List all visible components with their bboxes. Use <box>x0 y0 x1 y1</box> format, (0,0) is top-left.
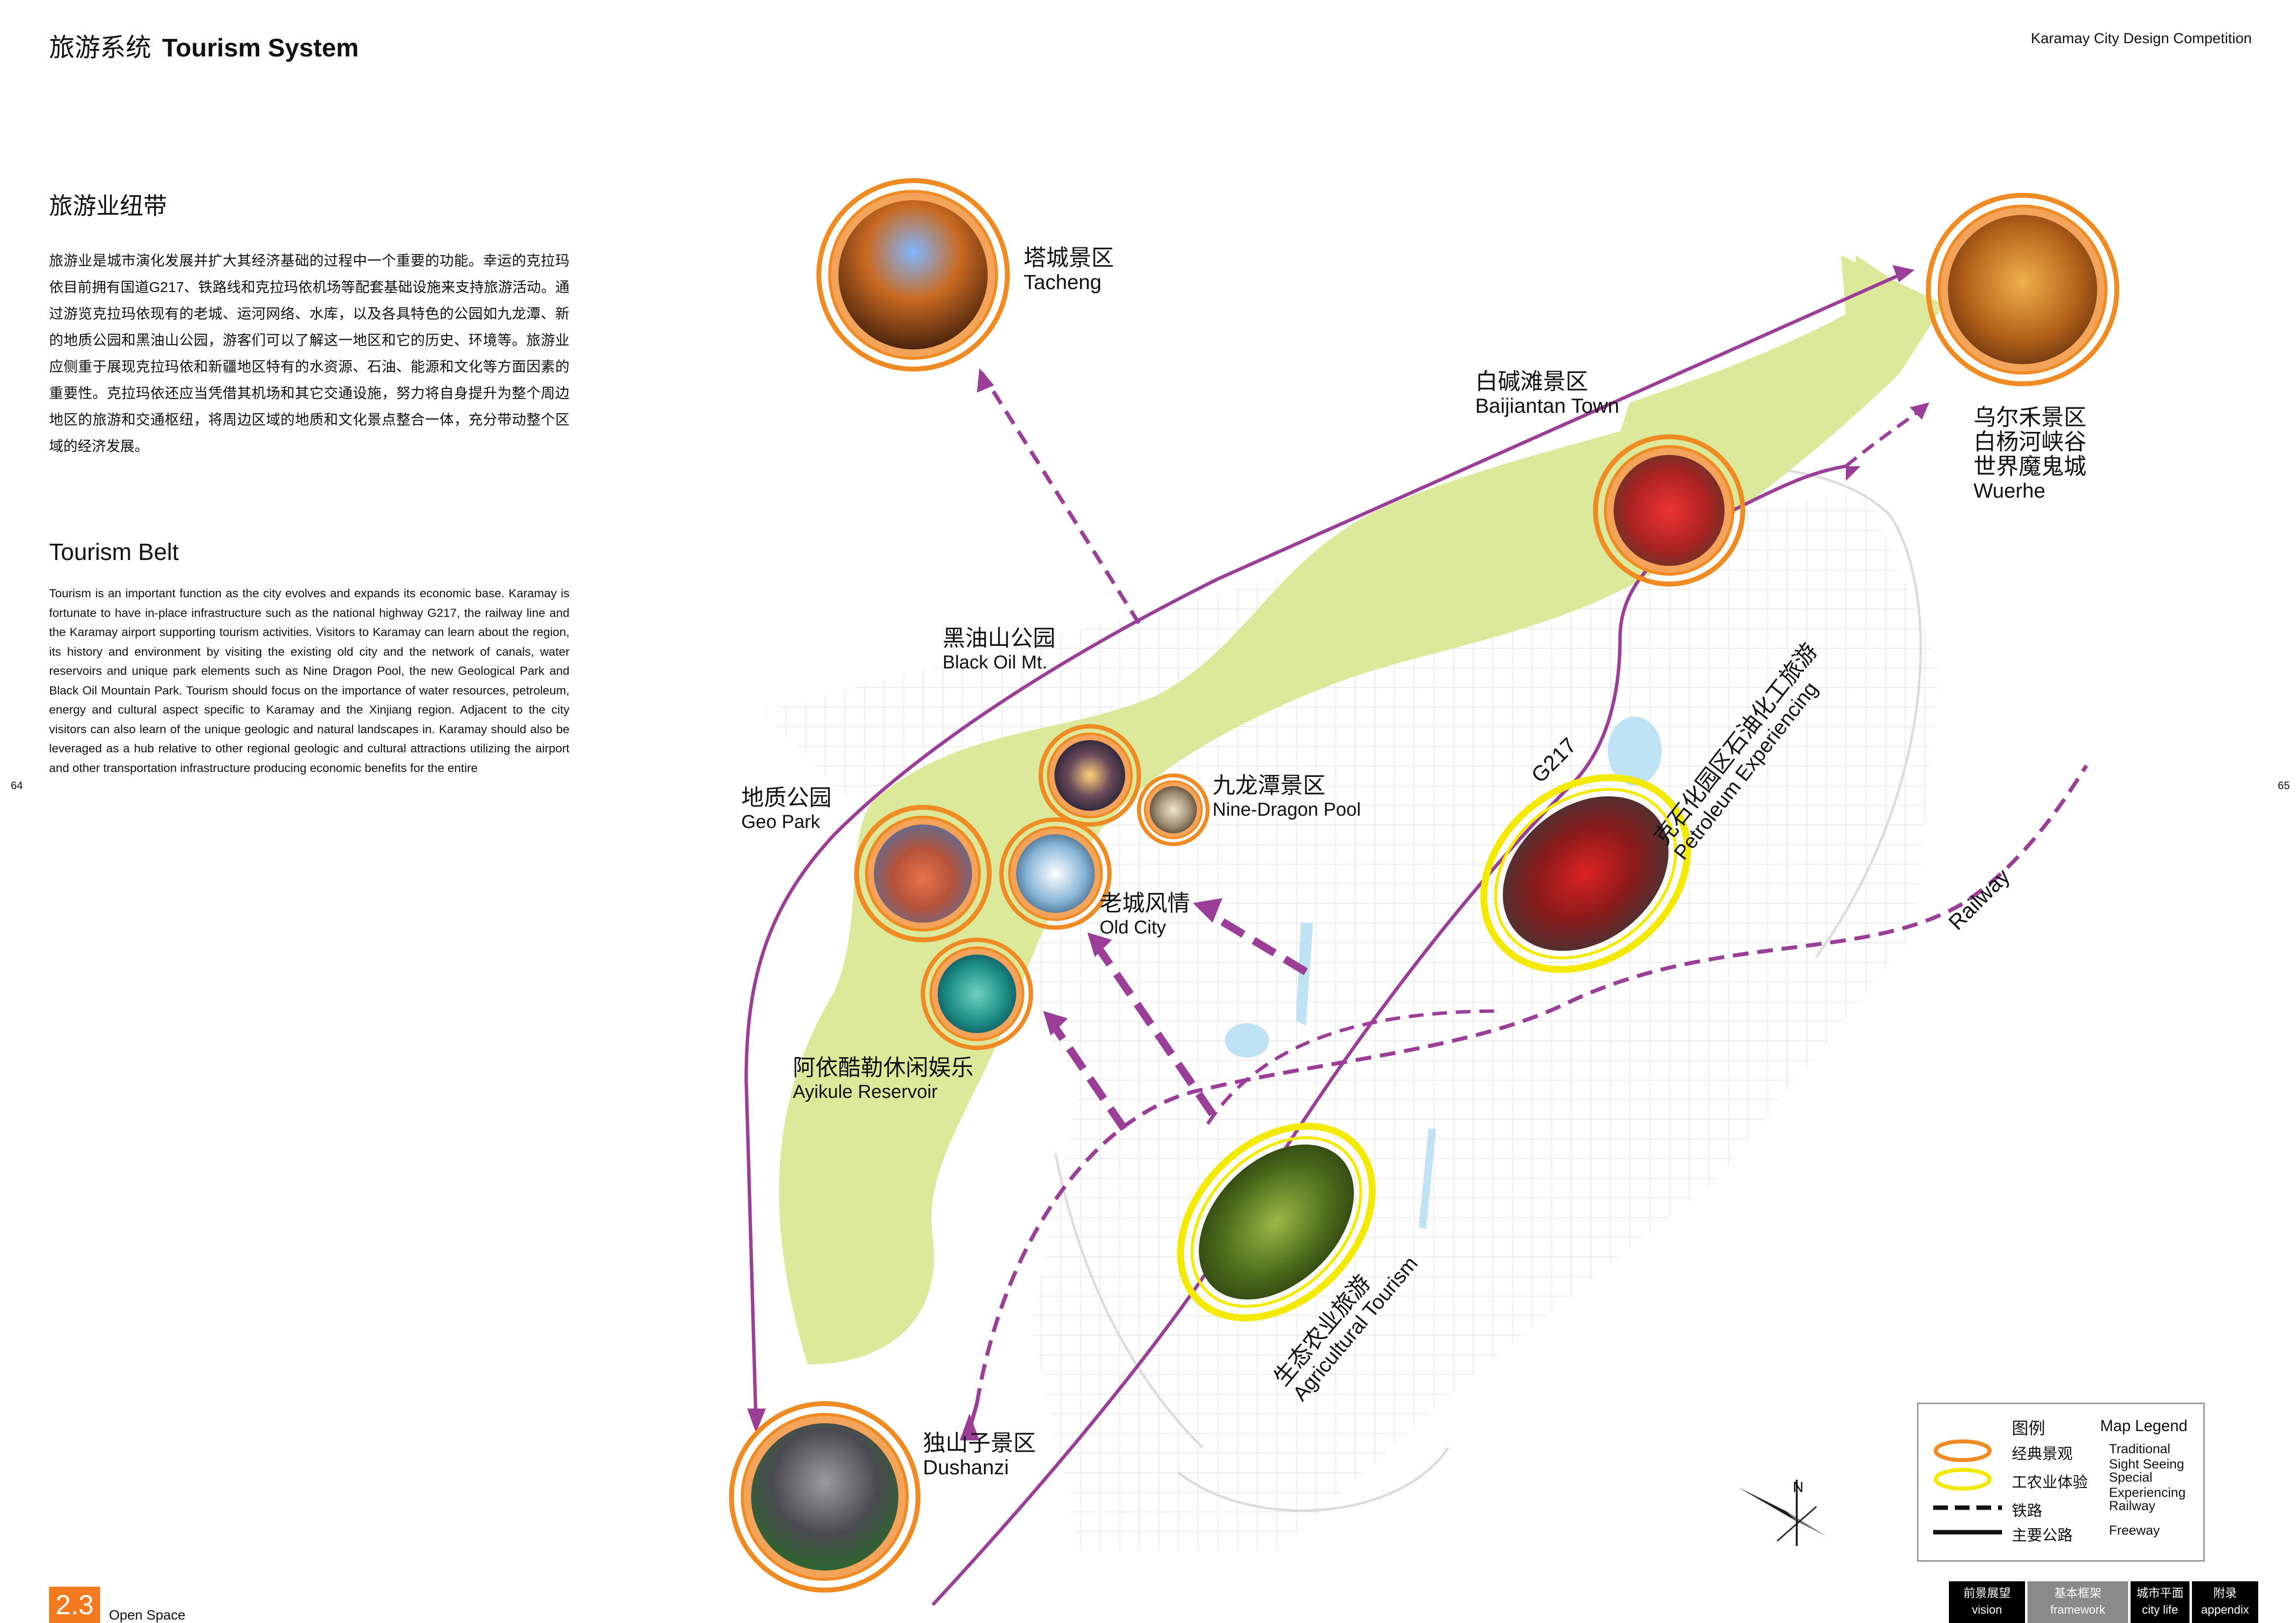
label-geo-park: 地质公园 Geo Park <box>741 785 832 832</box>
circular-photo-icon <box>1503 796 1669 951</box>
section-label: Open Space <box>109 1607 186 1623</box>
sight-nine-dragon[interactable] <box>1137 773 1210 846</box>
label-old-city: 老城风情 Old City <box>1100 890 1190 938</box>
circular-photo-icon <box>1150 786 1197 833</box>
old-city-inflow-arrows <box>1047 909 1308 1131</box>
competition-label: Karamay City Design Competition <box>2030 30 2252 47</box>
solid-line-icon <box>1933 1530 2002 1535</box>
sight-ayikule[interactable] <box>920 937 1033 1050</box>
main-route-arrowhead-ne <box>1892 265 1915 282</box>
circular-photo-icon <box>1054 740 1125 811</box>
section-heading-en: Tourism Belt <box>49 539 179 565</box>
circular-photo-icon <box>938 955 1016 1033</box>
experience-petroleum[interactable] <box>1446 738 1726 1010</box>
circular-photo-icon <box>874 825 972 923</box>
body-text-en: Tourism is an important function as the … <box>49 587 569 775</box>
yellow-ring-icon <box>1934 1468 1992 1490</box>
railway-arrowhead <box>960 1413 979 1440</box>
circular-photo-icon <box>1948 215 2097 364</box>
railway-route <box>975 764 2088 1404</box>
legend-item-railway: 铁路 Railway <box>1928 1495 2203 1520</box>
body-text-cn: 旅游业是城市演化发展并扩大其经济基础的过程中一个重要的功能。幸运的克拉玛依目前拥… <box>49 253 569 454</box>
label-dushanzi: 独山子景区 Dushanzi <box>923 1430 1036 1479</box>
north-arrow-icon: N <box>1738 1479 1826 1546</box>
map-legend: 图例 Map Legend 经典景观 Traditional Sight See… <box>1917 1403 2205 1562</box>
legend-title-en: Map Legend <box>2100 1417 2188 1435</box>
section-heading-cn: 旅游业纽带 <box>49 193 167 219</box>
label-wuerhe: 乌尔禾景区 白杨河峡谷 世界魔鬼城 Wuerhe <box>1973 404 2086 502</box>
main-tourism-route <box>744 273 1901 1424</box>
tourism-belt-arrow <box>1620 255 1944 432</box>
north-arrow-label: N <box>1793 1479 1804 1495</box>
dashed-line-icon <box>1933 1505 2002 1510</box>
old-city-arrowheads <box>1043 898 1222 1036</box>
legend-item-traditional: 经典景观 Traditional Sight Seeing <box>1928 1438 2203 1471</box>
circular-photo-icon <box>1199 1144 1354 1300</box>
sight-old-city[interactable] <box>999 817 1112 930</box>
route-agri <box>1206 1009 1503 1125</box>
sight-black-oil[interactable] <box>1038 724 1141 827</box>
page-title-en: Tourism System <box>162 34 359 62</box>
page-title: 旅游系统 Tourism System <box>49 27 359 64</box>
page-title-cn: 旅游系统 <box>49 34 152 62</box>
section-number-badge: 2.3 <box>49 1587 100 1623</box>
sight-baijiantan[interactable] <box>1593 434 1745 586</box>
sight-geo-park[interactable] <box>854 805 992 942</box>
g217-ext-arrowhead <box>1910 402 1929 420</box>
tacheng-arrowhead <box>977 368 994 393</box>
g217-dash-ext <box>1844 406 1926 468</box>
circular-photo-icon <box>1614 455 1725 566</box>
legend-item-freeway: 主要公路 Freeway <box>1928 1520 2203 1544</box>
label-tacheng: 塔城景区 Tacheng <box>1024 245 1114 293</box>
label-nine-dragon: 九龙潭景区 Nine-Dragon Pool <box>1213 772 1361 820</box>
sight-wuerhe[interactable] <box>1926 193 2119 386</box>
water-bodies <box>1225 717 1662 1229</box>
orange-ring-icon <box>1934 1439 1992 1462</box>
page-number-right: 65 <box>2278 779 2290 792</box>
route-to-tacheng <box>980 372 1141 625</box>
label-ayikule: 阿依酷勒休闲娱乐 Ayikule Reservoir <box>793 1055 973 1102</box>
legend-title-cn: 图例 <box>2012 1419 2045 1438</box>
circular-photo-icon <box>751 1423 898 1570</box>
sight-tacheng[interactable] <box>816 178 1010 372</box>
legend-item-special: 工农业体验 Special Experiencing <box>1928 1467 2203 1500</box>
page-number-left: 64 <box>11 779 23 792</box>
circular-photo-icon <box>1016 834 1095 913</box>
experience-agricultural[interactable] <box>1143 1089 1410 1356</box>
label-baijiantan: 白碱滩景区 Baijiantan Town <box>1475 369 1620 417</box>
sight-dushanzi[interactable] <box>729 1401 920 1593</box>
g217-arrowhead <box>1846 466 1861 481</box>
label-black-oil: 黑油山公园 Black Oil Mt. <box>943 625 1055 673</box>
circular-photo-icon <box>838 200 988 349</box>
